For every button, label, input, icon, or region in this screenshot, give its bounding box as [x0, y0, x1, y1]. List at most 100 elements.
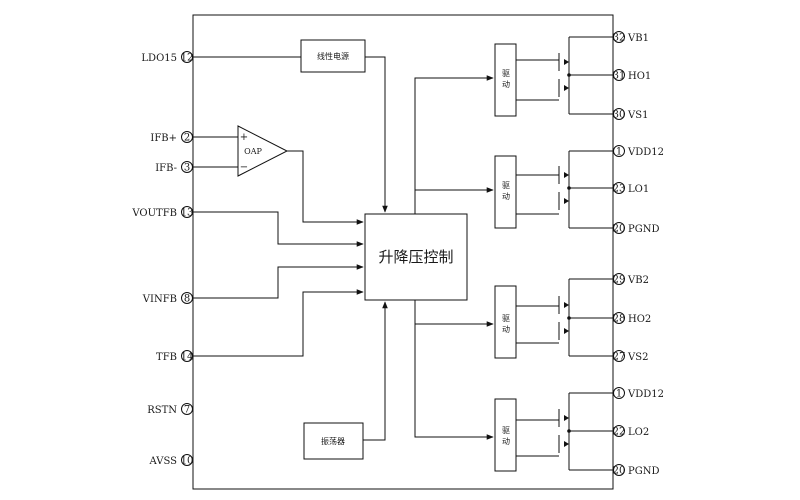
driver-label: 驱动 [502, 181, 510, 201]
oscillator-block: 振荡器 [303, 422, 364, 460]
pin-label: TFB [156, 352, 177, 363]
mosfet-body-arrow [564, 328, 569, 334]
driver-char-2: 动 [502, 79, 510, 89]
pin-tfb: TFB 14 [156, 350, 194, 363]
pin-ifb-minus: IFB- 3 [155, 161, 193, 174]
linear-supply-label: 线性电源 [317, 51, 349, 61]
pin-rstn: RSTN 7 [147, 403, 193, 416]
pin-number: 7 [184, 405, 190, 416]
driver-char-2: 动 [502, 436, 510, 446]
control-label: 升降压控制 [378, 248, 453, 266]
linear-supply-block: 线性电源 [300, 39, 366, 73]
pin-vdd12-b: 1 VDD12 [613, 387, 664, 400]
driver-block: 驱动 [494, 155, 517, 229]
driver-label: 驱动 [502, 314, 510, 334]
pin-label: VS2 [627, 352, 648, 363]
mosfet-body-arrow [564, 59, 569, 65]
junction-dot [567, 316, 571, 320]
opamp: OAP + − [237, 125, 289, 177]
pin-vinfb: VINFB 8 [142, 292, 193, 305]
pin-number: 29 [613, 275, 626, 286]
pin-label: AVSS [149, 456, 178, 467]
pin-number: 30 [613, 110, 626, 121]
pin-label: VDD12 [627, 389, 664, 400]
pin-label: PGND [628, 466, 659, 477]
pin-label: LO2 [628, 427, 649, 438]
wire-control-to-driver-4 [414, 324, 494, 440]
opamp-minus-sign: − [240, 162, 248, 173]
driver-block: 驱动 [494, 285, 517, 359]
pin-avss: AVSS 10 [149, 454, 193, 467]
pin-vdd12-a: 1 VDD12 [613, 145, 664, 158]
wire-voutfb [192, 211, 364, 247]
pin-number: 28 [613, 314, 626, 325]
mosfet-body-arrow [564, 415, 569, 421]
pin-ldo15: LDO15 12 [141, 51, 194, 64]
pin-number: 8 [184, 294, 190, 305]
pin-label: RSTN [147, 405, 177, 416]
pin-number: 22 [613, 427, 626, 438]
oscillator-label: 振荡器 [321, 436, 345, 446]
pin-number: 31 [613, 71, 626, 82]
driver-block: 驱动 [494, 43, 517, 117]
pin-number: 20 [613, 466, 626, 477]
pin-number: 1 [616, 147, 622, 158]
pin-label: LDO15 [141, 53, 177, 64]
pin-number: 14 [181, 352, 194, 363]
pin-number: 2 [184, 133, 190, 144]
mosfet-body-arrow [564, 302, 569, 308]
pin-number: 32 [613, 33, 626, 44]
driver-label: 驱动 [502, 426, 510, 446]
pin-label: HO1 [628, 71, 651, 82]
pin-voutfb: VOUTFB 13 [131, 206, 194, 219]
pin-label: IFB+ [150, 133, 177, 144]
driver-block: 驱动 [494, 398, 517, 472]
pin-label: HO2 [628, 314, 651, 325]
pin-label: VDD12 [627, 147, 664, 158]
opamp-plus-sign: + [240, 132, 248, 143]
wire-oscillator-to-control [363, 301, 388, 441]
driver-char-1: 驱 [502, 314, 510, 323]
pin-ifb-plus: IFB+ 2 [150, 131, 193, 144]
pin-label: LO1 [628, 184, 649, 195]
driver-char-1: 驱 [502, 426, 510, 435]
mosfet-body-arrow [564, 172, 569, 178]
pin-label: PGND [628, 224, 659, 235]
mosfet-body-arrow [564, 85, 569, 91]
driver-char-1: 驱 [502, 69, 510, 78]
junction-dot [567, 186, 571, 190]
driver-char-2: 动 [502, 191, 510, 201]
pin-label: IFB- [155, 163, 177, 174]
wire-opamp-to-control [287, 150, 364, 225]
wire-vinfb [192, 264, 364, 299]
pin-number: 27 [613, 352, 626, 363]
junction-dot [567, 73, 571, 77]
driver-char-2: 动 [502, 324, 510, 334]
pin-number: 13 [181, 208, 194, 219]
pin-label: VB1 [627, 33, 649, 44]
pin-number: 23 [613, 184, 626, 195]
half-bridge-group [516, 36, 614, 471]
pin-label: VB2 [627, 275, 649, 286]
pin-number: 12 [181, 53, 194, 64]
control-block: 升降压控制 [364, 213, 468, 301]
pin-number: 1 [616, 389, 622, 400]
pin-label: VS1 [627, 110, 648, 121]
pin-number: 3 [184, 163, 190, 174]
junction-dot [567, 429, 571, 433]
opamp-label: OAP [244, 147, 262, 156]
pin-number: 20 [613, 224, 626, 235]
mosfet-body-arrow [564, 198, 569, 204]
